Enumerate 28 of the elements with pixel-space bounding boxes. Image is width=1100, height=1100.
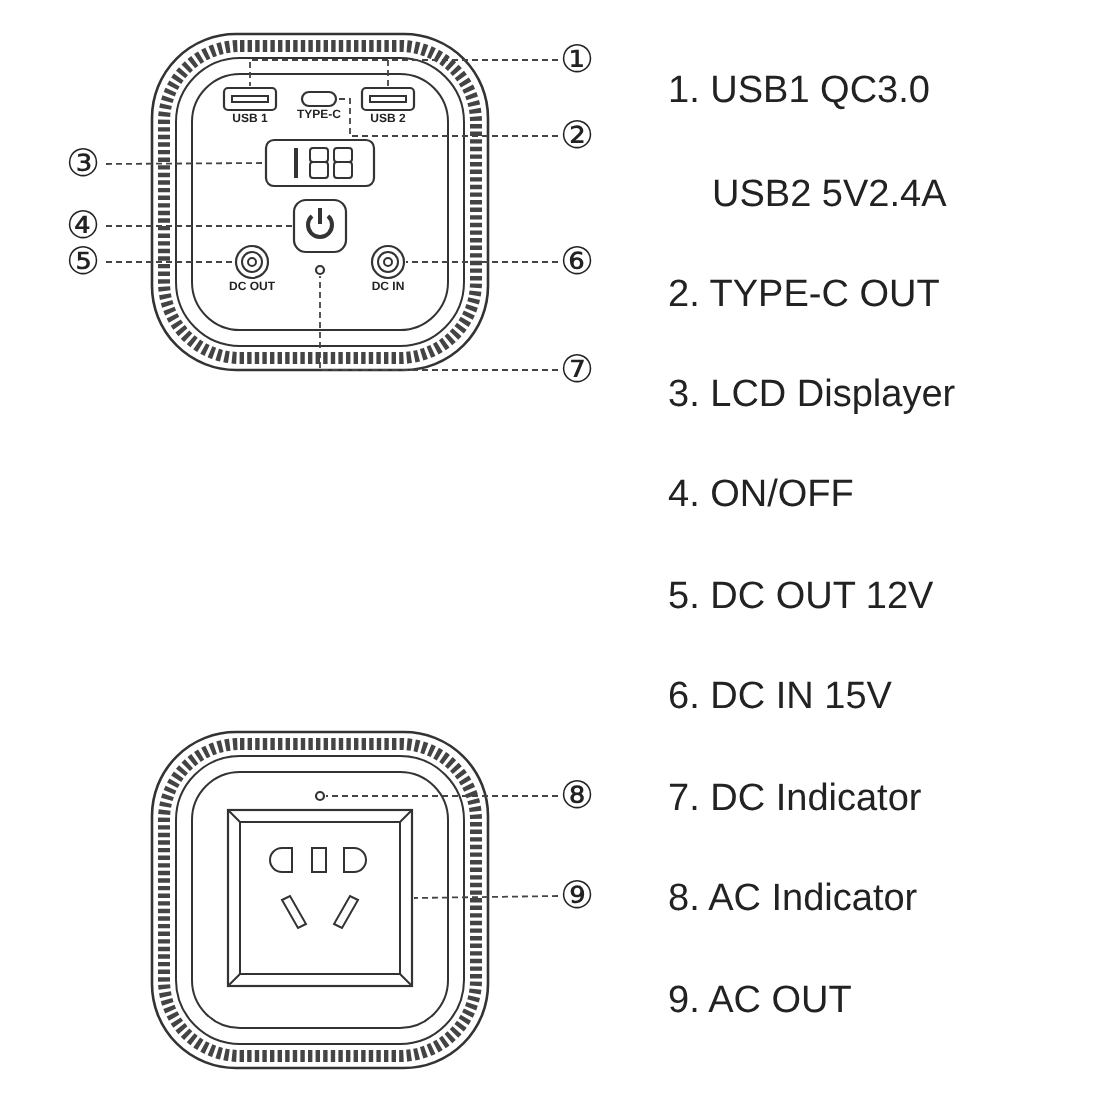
power-button [292,198,348,254]
spec-text: 5. DC OUT 12V [668,576,934,620]
leader-line [319,275,559,371]
leader-line [337,98,559,137]
spec-text: 2. TYPE-C OUT [668,274,940,318]
spec-text: USB2 5V2.4A [712,174,947,218]
leader-line [105,225,293,227]
spec-text: 6. DC IN 15V [668,676,892,720]
spec-text: 1. USB1 QC3.0 [668,70,930,114]
usb-port [360,86,416,112]
spec-text: 7. DC Indicator [668,778,922,822]
spec-text: 4. ON/OFF [668,474,854,518]
usb-port [222,86,278,112]
indicator-light [314,264,326,276]
leader-line [105,162,265,165]
spec-text: 8. AC Indicator [668,878,918,922]
leader-line [105,261,235,263]
usb-c-port [300,90,338,108]
leader-line [413,895,559,899]
ac-socket [226,808,414,988]
leader-line [405,261,559,263]
indicator-light [314,790,326,802]
spec-text: 9. AC OUT [668,980,852,1024]
spec-text: 3. LCD Displayer [668,374,956,418]
lcd-display [264,138,376,188]
dc-jack [370,244,406,280]
dc-jack [234,244,270,280]
leader-line [325,795,559,797]
